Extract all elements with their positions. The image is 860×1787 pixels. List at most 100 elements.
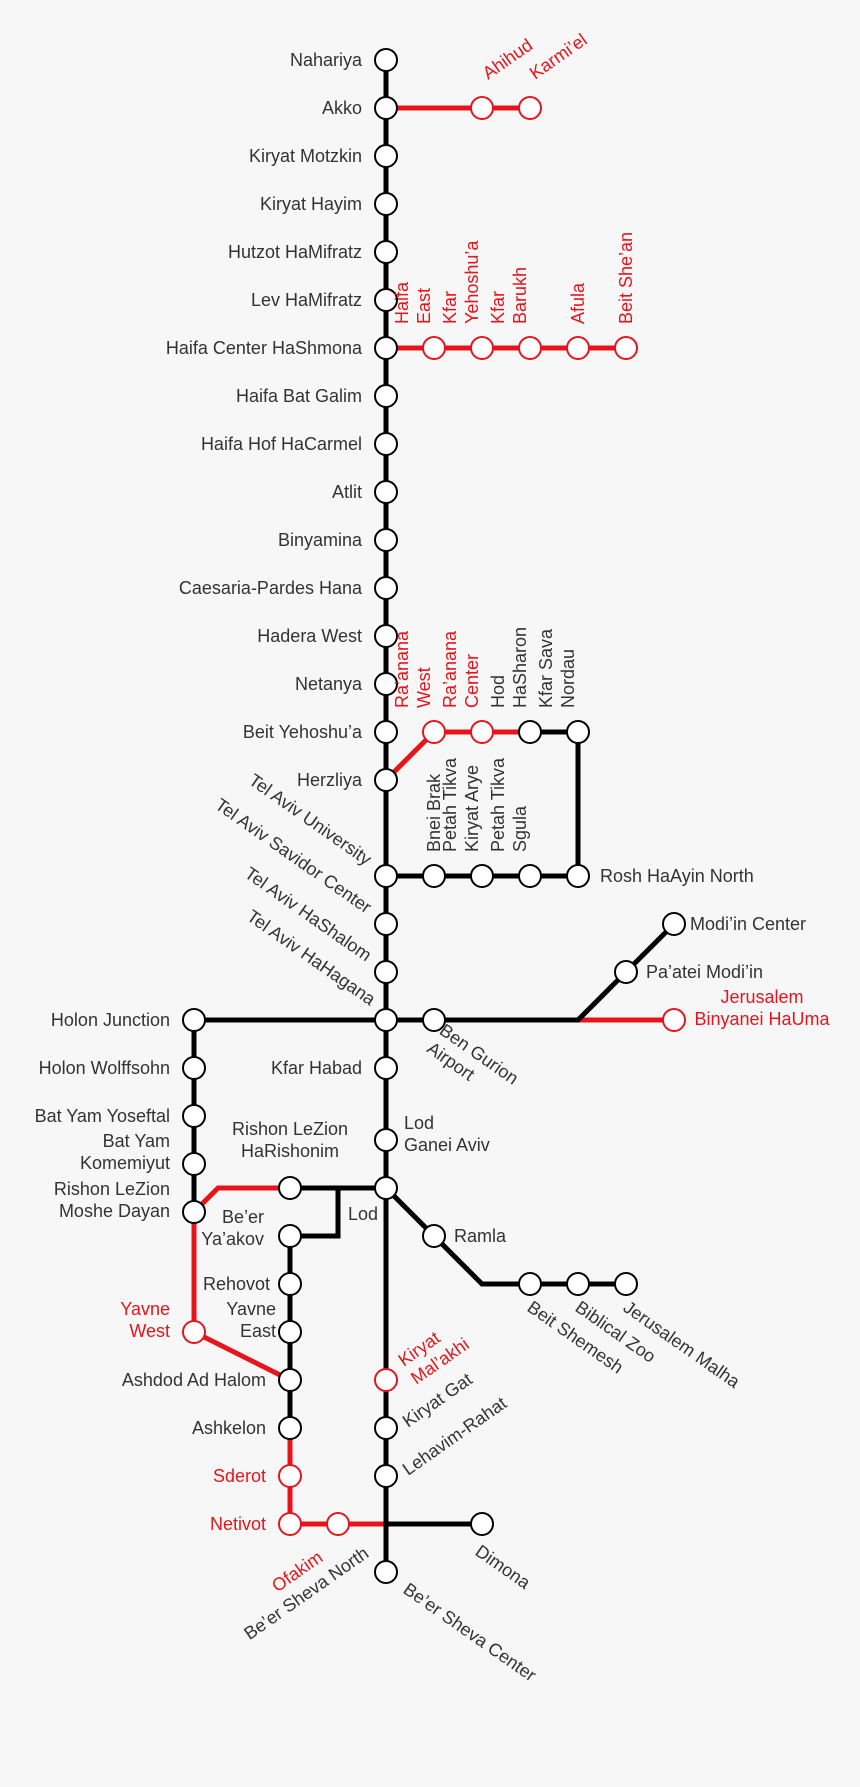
station-label-line: Bnei Brak bbox=[424, 773, 444, 852]
station-label-haifa-center: Haifa Center HaShmona bbox=[166, 338, 363, 358]
station-label-line: Pa’atei Modi’in bbox=[646, 962, 763, 982]
station-marker-raanana-west bbox=[422, 720, 446, 744]
station-label-line: HaSharon bbox=[510, 627, 530, 708]
station-label-line: Kiryat Hayim bbox=[260, 194, 362, 214]
station-label-rehovot: Rehovot bbox=[203, 1274, 270, 1294]
station-marker-beer-sheva-north bbox=[374, 1560, 398, 1584]
station-marker-holon-wolfson bbox=[182, 1056, 206, 1080]
station-label-netanya: Netanya bbox=[295, 674, 363, 694]
station-marker-dimona bbox=[470, 1512, 494, 1536]
station-label-line: Bat Yam bbox=[103, 1131, 170, 1151]
station-label-line: Sgula bbox=[510, 805, 530, 852]
station-label-line: Kiryat Motzkin bbox=[249, 146, 362, 166]
station-marker-atlit bbox=[374, 480, 398, 504]
station-marker-holon-junction bbox=[182, 1008, 206, 1032]
station-marker-lod bbox=[374, 1176, 398, 1200]
station-label-akko: Akko bbox=[322, 98, 362, 118]
station-label-line: Netivot bbox=[210, 1514, 266, 1534]
station-label-hutzot-hamifratz: Hutzot HaMifratz bbox=[228, 242, 362, 262]
station-label-line: Rosh HaAyin North bbox=[600, 866, 754, 886]
station-marker-ashdod bbox=[278, 1368, 302, 1392]
station-marker-yavne-east bbox=[278, 1320, 302, 1344]
station-label-line: Rehovot bbox=[203, 1274, 270, 1294]
station-label-kiryat-hayim: Kiryat Hayim bbox=[260, 194, 362, 214]
station-marker-netivot bbox=[278, 1512, 302, 1536]
station-label-line: Ashkelon bbox=[192, 1418, 266, 1438]
station-marker-yavne-west bbox=[182, 1320, 206, 1344]
station-label-ashkelon: Ashkelon bbox=[192, 1418, 266, 1438]
station-marker-bat-yam-yoseftal bbox=[182, 1104, 206, 1128]
station-marker-pt-sgula bbox=[518, 864, 542, 888]
station-label-line: Hod bbox=[488, 675, 508, 708]
station-label-line: Be’er bbox=[222, 1207, 264, 1227]
station-marker-biblical-zoo bbox=[566, 1272, 590, 1296]
station-marker-hutzot-hamifratz bbox=[374, 240, 398, 264]
station-label-hadera-west: Hadera West bbox=[257, 626, 362, 646]
station-label-line: Caesaria-Pardes Hana bbox=[179, 578, 363, 598]
station-label-line: East bbox=[414, 288, 434, 324]
station-label-line: Yavne bbox=[120, 1299, 170, 1319]
station-marker-nahariya bbox=[374, 48, 398, 72]
station-label-lev-hamifratz: Lev HaMifratz bbox=[251, 290, 362, 310]
station-label-line: Yavne bbox=[226, 1299, 276, 1319]
station-marker-haifa-hof-hacarmel bbox=[374, 432, 398, 456]
station-label-line: Beit Yehoshu’a bbox=[243, 722, 363, 742]
station-marker-kfar-habad bbox=[374, 1056, 398, 1080]
station-label-line: Binyanei HaUma bbox=[694, 1009, 830, 1029]
station-marker-rehovot bbox=[278, 1272, 302, 1296]
station-label-herzliya: Herzliya bbox=[297, 770, 363, 790]
station-label-kiryat-motzkin: Kiryat Motzkin bbox=[249, 146, 362, 166]
station-marker-kfar-sava bbox=[566, 720, 590, 744]
station-label-line: Ganei Aviv bbox=[404, 1135, 490, 1155]
station-marker-jerusalem-malha bbox=[614, 1272, 638, 1296]
track-modiin-airport bbox=[194, 922, 676, 1023]
station-label-line: Rishon LeZion bbox=[232, 1119, 348, 1139]
station-marker-rosh-haayin bbox=[566, 864, 590, 888]
station-label-afula: Afula bbox=[568, 282, 588, 324]
station-marker-lod-ganei-aviv bbox=[374, 1128, 398, 1152]
station-label-line: Beit She’an bbox=[616, 232, 636, 324]
station-label-line: Nordau bbox=[558, 649, 578, 708]
station-label-line: Ya’akov bbox=[201, 1229, 264, 1249]
station-label-line: Kfar Habad bbox=[271, 1058, 362, 1078]
station-marker-hadera-west bbox=[374, 624, 398, 648]
station-label-line: Petah Tikva bbox=[488, 757, 508, 852]
station-marker-kfar-barukh bbox=[518, 336, 542, 360]
station-marker-bnei-brak bbox=[422, 864, 446, 888]
station-marker-kiryat-hayim bbox=[374, 192, 398, 216]
station-label-line: Netanya bbox=[295, 674, 363, 694]
station-marker-haifa-bat-galim bbox=[374, 384, 398, 408]
station-label-line: HaRishonim bbox=[241, 1141, 339, 1161]
station-marker-ofakim bbox=[326, 1512, 350, 1536]
station-label-line: Lod bbox=[404, 1113, 434, 1133]
station-marker-ashkelon bbox=[278, 1416, 302, 1440]
station-label-line: Holon Wolffsohn bbox=[39, 1058, 170, 1078]
station-marker-kiryat-motzkin bbox=[374, 144, 398, 168]
station-label-line: Ra’anana bbox=[440, 630, 460, 708]
station-marker-lehavim bbox=[374, 1464, 398, 1488]
station-label-line: Ashdod Ad Halom bbox=[122, 1370, 266, 1390]
station-marker-beit-shean bbox=[614, 336, 638, 360]
station-label-line: Rishon LeZion bbox=[54, 1179, 170, 1199]
station-label-line: East bbox=[240, 1321, 276, 1341]
station-label-modiin-center: Modi’in Center bbox=[690, 914, 806, 934]
station-label-nahariya: Nahariya bbox=[290, 50, 363, 70]
station-label-line: Barukh bbox=[510, 267, 530, 324]
station-marker-rishon-moshe-dayan bbox=[182, 1200, 206, 1224]
station-label-beit-yehoshua: Beit Yehoshu’a bbox=[243, 722, 363, 742]
station-label-line: Moshe Dayan bbox=[59, 1201, 170, 1221]
station-label-line: Ra’anana bbox=[392, 630, 412, 708]
station-marker-hod-hasharon bbox=[518, 720, 542, 744]
station-label-line: Bat Yam Yoseftal bbox=[35, 1106, 170, 1126]
